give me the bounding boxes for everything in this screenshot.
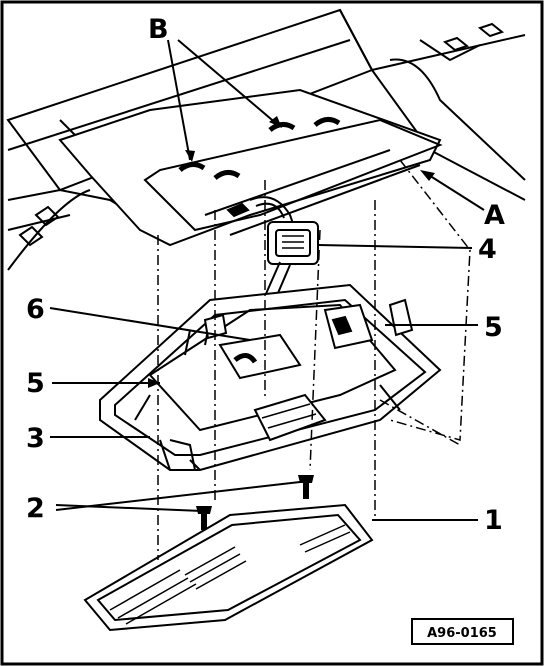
label-4: 4 <box>478 234 497 265</box>
label-2: 2 <box>26 493 45 524</box>
screw-right <box>298 475 314 499</box>
reference-code: A96-0165 <box>427 626 497 641</box>
arrowhead-B-2 <box>269 116 282 128</box>
label-5-right: 5 <box>484 312 503 343</box>
arrowhead-A <box>420 170 435 181</box>
arrowhead-B-1 <box>185 150 195 162</box>
label-B: B <box>148 14 169 45</box>
label-A: A <box>484 200 505 231</box>
leader-lines <box>49 39 485 521</box>
leader-2b <box>55 481 301 511</box>
screw-left <box>196 506 212 530</box>
connector <box>267 221 319 265</box>
leader-B-1 <box>167 39 191 161</box>
label-3: 3 <box>26 423 45 454</box>
lens-cover <box>83 503 374 632</box>
label-6: 6 <box>26 294 45 325</box>
leader-A <box>423 171 485 211</box>
leader-6 <box>49 307 251 341</box>
assembly-lines <box>157 159 471 560</box>
leader-2a <box>55 504 203 512</box>
roof-recess <box>58 88 443 247</box>
reference-box <box>411 618 514 645</box>
leader-B-2 <box>177 39 279 126</box>
label-5-left: 5 <box>26 368 45 399</box>
label-1: 1 <box>484 505 503 536</box>
light-housing <box>99 283 442 471</box>
arrowhead-5-left <box>148 378 160 388</box>
leader-4 <box>317 244 473 249</box>
